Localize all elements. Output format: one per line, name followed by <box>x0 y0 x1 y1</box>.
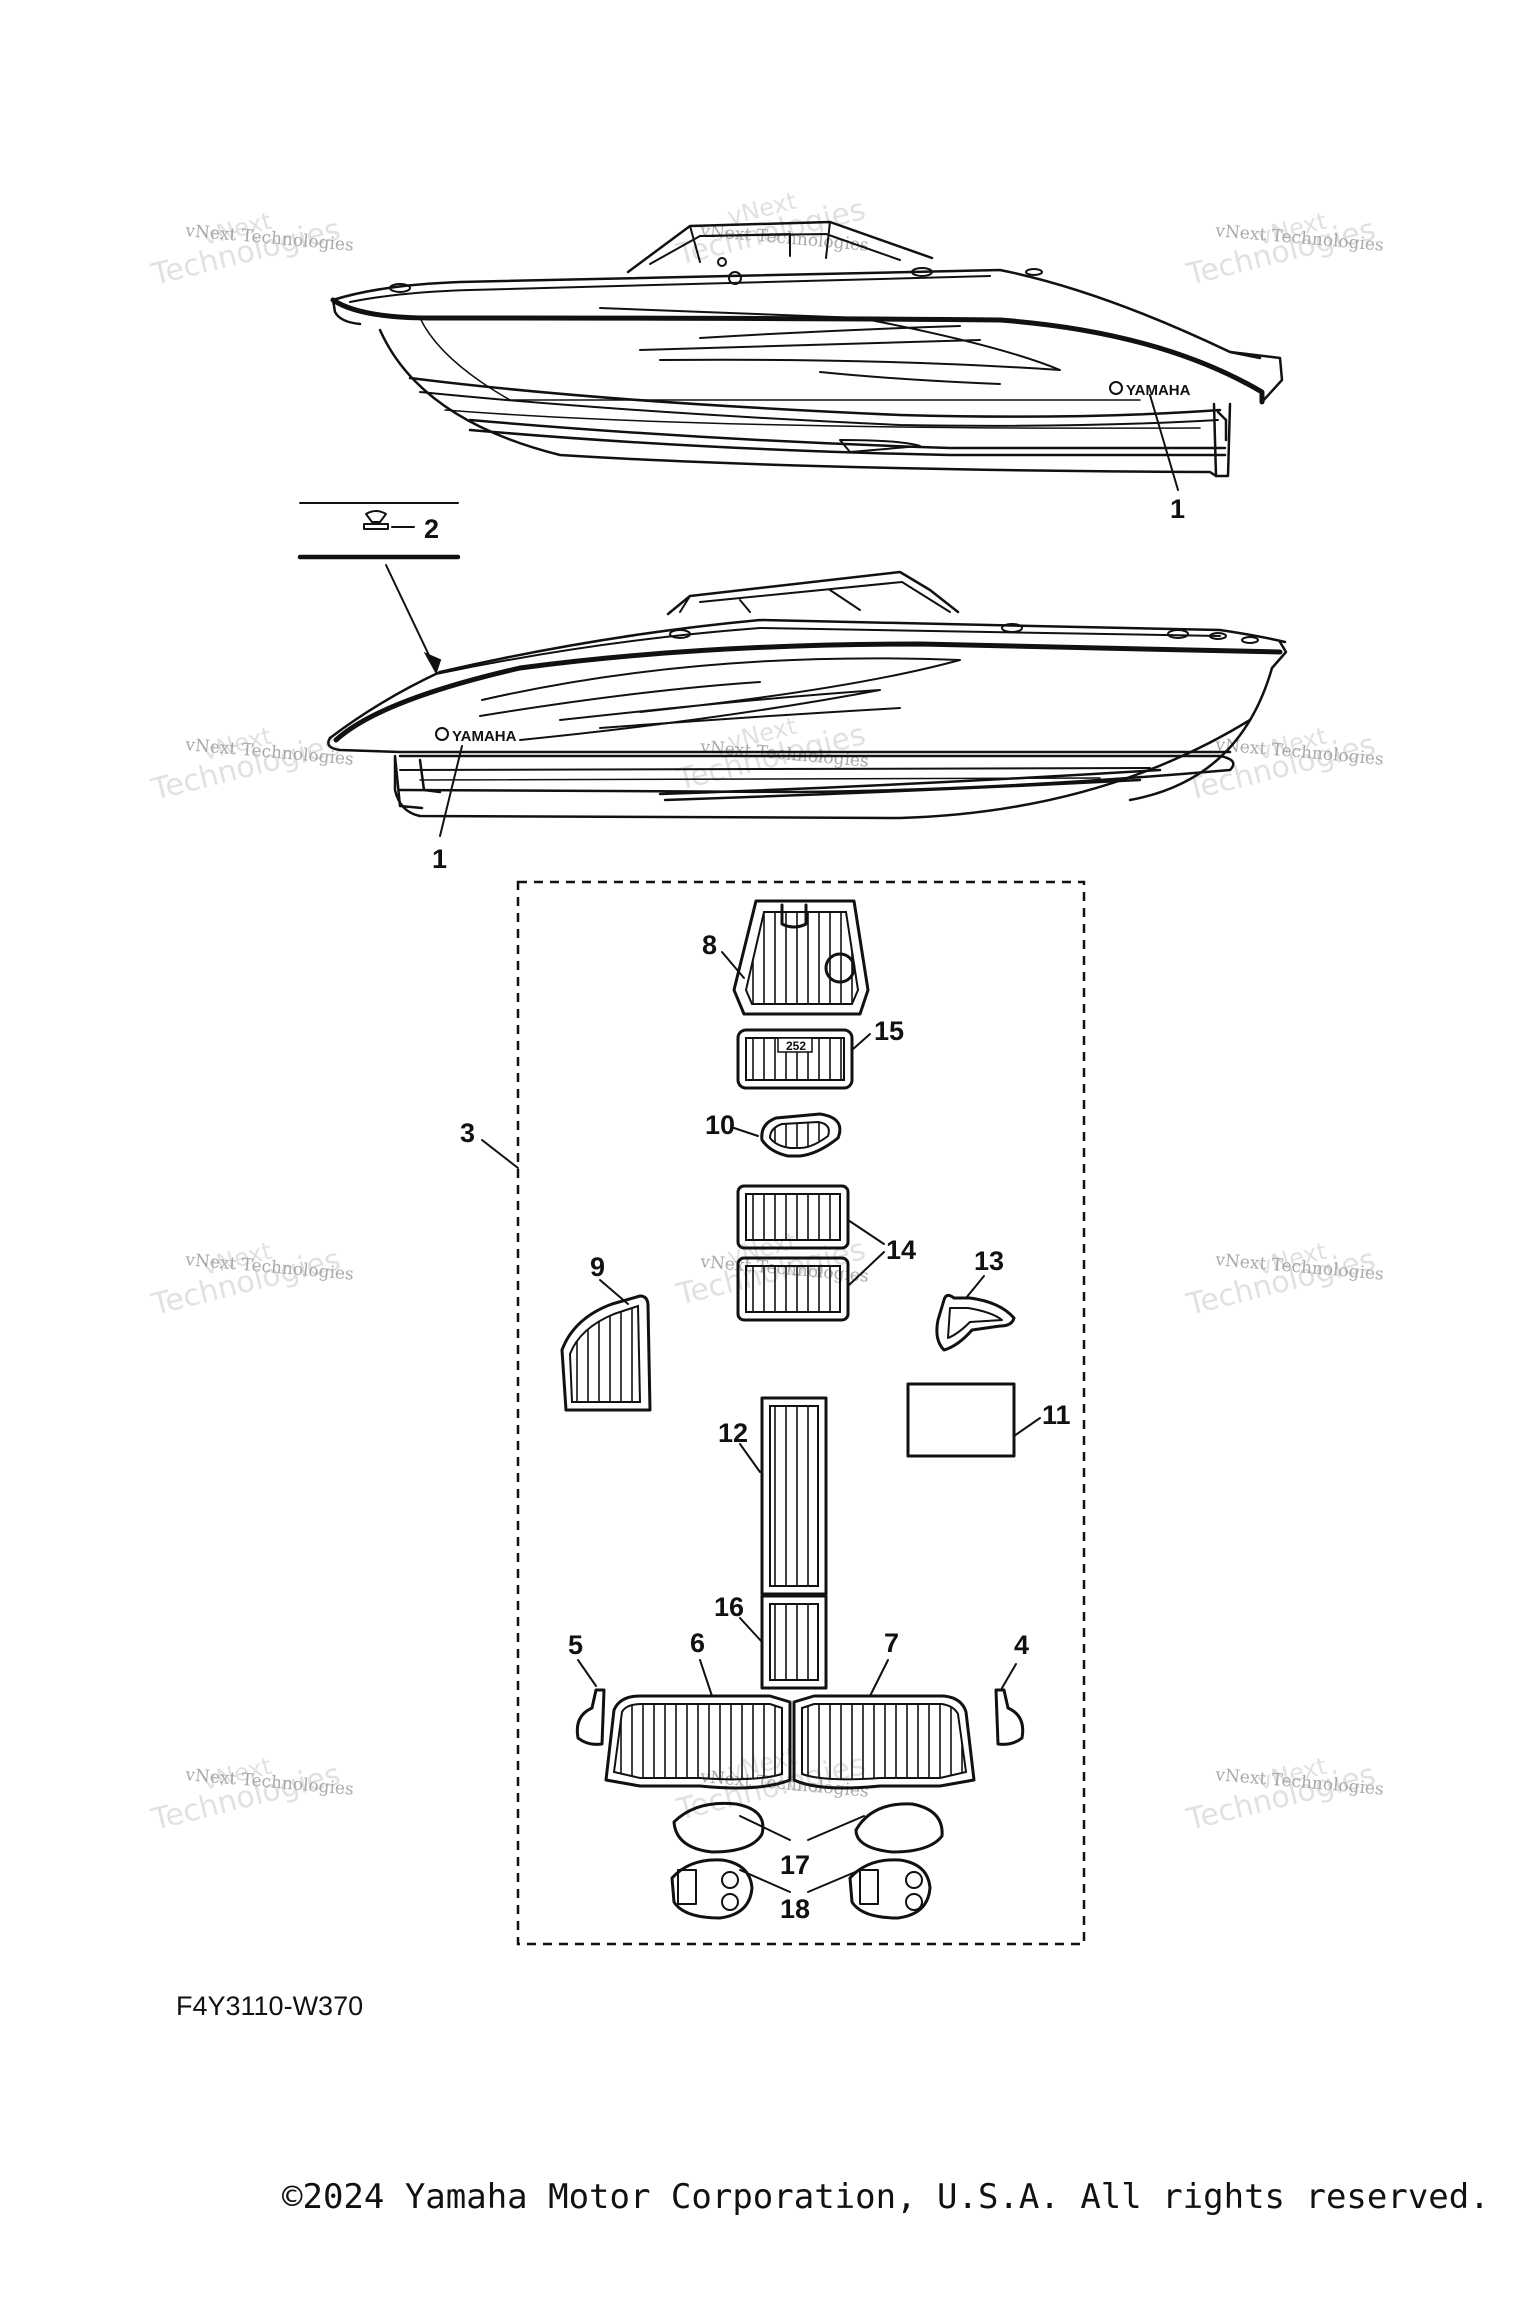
watermark: vNext Technologies vNext Technologies <box>147 207 354 293</box>
mat-part-14 <box>736 1184 885 1322</box>
watermark: vNext Technologies vNext Technologies <box>1182 207 1384 293</box>
callout-12: 12 <box>718 1418 748 1448</box>
mat-part-5 <box>575 1659 606 1746</box>
model-badge: 252 <box>786 1039 806 1053</box>
mat-part-8 <box>721 899 870 1016</box>
watermark: vNext Technologies vNext Technologies <box>147 722 354 808</box>
figure-code: F4Y3110-W370 <box>176 1991 363 2021</box>
callout-5: 5 <box>568 1630 583 1660</box>
watermark: vNext Technologies vNext Technologies <box>147 1752 354 1838</box>
callout-3: 3 <box>460 1118 475 1148</box>
mat-part-17 <box>672 1801 944 1854</box>
callout-18: 18 <box>780 1894 810 1924</box>
cup-holder-icon <box>721 1893 739 1911</box>
callout-17: 17 <box>780 1850 810 1880</box>
callout-1-top: 1 <box>1170 494 1185 524</box>
callout-16: 16 <box>714 1592 744 1622</box>
callout-15: 15 <box>874 1016 904 1046</box>
boat-port-view: YAMAHA <box>327 570 1288 837</box>
watermark: vNext Technologies vNext Technologies <box>672 187 869 273</box>
mat-part-12 <box>739 1396 828 1596</box>
yamaha-decal: YAMAHA <box>435 727 517 745</box>
boat-starboard-view: YAMAHA <box>330 220 1284 491</box>
leader-line <box>481 1139 519 1169</box>
mat-part-9 <box>560 1279 652 1412</box>
cup-holder-icon <box>905 1893 923 1911</box>
leader-line <box>1149 394 1179 491</box>
callout-10: 10 <box>705 1110 735 1140</box>
fuel-cap-icon <box>728 271 742 285</box>
callout-1-bottom: 1 <box>432 844 447 874</box>
mat-part-7 <box>792 1659 976 1790</box>
mat-part-4 <box>994 1663 1025 1746</box>
watermarks: vNext Technologies vNext Technologies vN… <box>147 187 1384 1838</box>
cup-holder-icon <box>824 952 856 984</box>
mat-part-16 <box>739 1594 828 1690</box>
svg-text:YAMAHA: YAMAHA <box>452 728 517 745</box>
watermark: vNext Technologies vNext Technologies <box>1182 1237 1384 1323</box>
mat-part-18 <box>670 1858 932 1920</box>
watermark: vNext Technologies vNext Technologies <box>1182 1752 1384 1838</box>
svg-text:YAMAHA: YAMAHA <box>1126 382 1191 399</box>
mat-part-15: 252 <box>736 1028 871 1090</box>
callout-7: 7 <box>884 1628 899 1658</box>
callout-4: 4 <box>1014 1630 1029 1660</box>
yamaha-decal: YAMAHA <box>1109 381 1191 399</box>
mat-part-11 <box>906 1382 1041 1458</box>
part-2-detail-inset <box>297 502 461 675</box>
callout-8: 8 <box>702 930 717 960</box>
mat-part-6 <box>604 1659 792 1790</box>
mat-kit-boundary <box>516 880 1086 1946</box>
callout-2: 2 <box>424 514 439 544</box>
cup-holder-icon <box>721 1871 739 1889</box>
arrow-icon <box>423 651 442 675</box>
mat-part-13 <box>935 1275 1016 1352</box>
callout-14: 14 <box>886 1235 916 1265</box>
copyright-notice: ©2024 Yamaha Motor Corporation, U.S.A. A… <box>282 2177 1490 2217</box>
leader-line <box>439 745 463 837</box>
callout-9: 9 <box>590 1252 605 1282</box>
callout-11: 11 <box>1042 1400 1071 1430</box>
watermark: vNext Technologies vNext Technologies <box>147 1237 354 1323</box>
callout-6: 6 <box>690 1628 705 1658</box>
mat-part-10 <box>733 1112 842 1158</box>
part-2-fitting-icon <box>365 510 387 523</box>
callout-13: 13 <box>974 1246 1004 1276</box>
cup-holder-icon <box>905 1871 923 1889</box>
